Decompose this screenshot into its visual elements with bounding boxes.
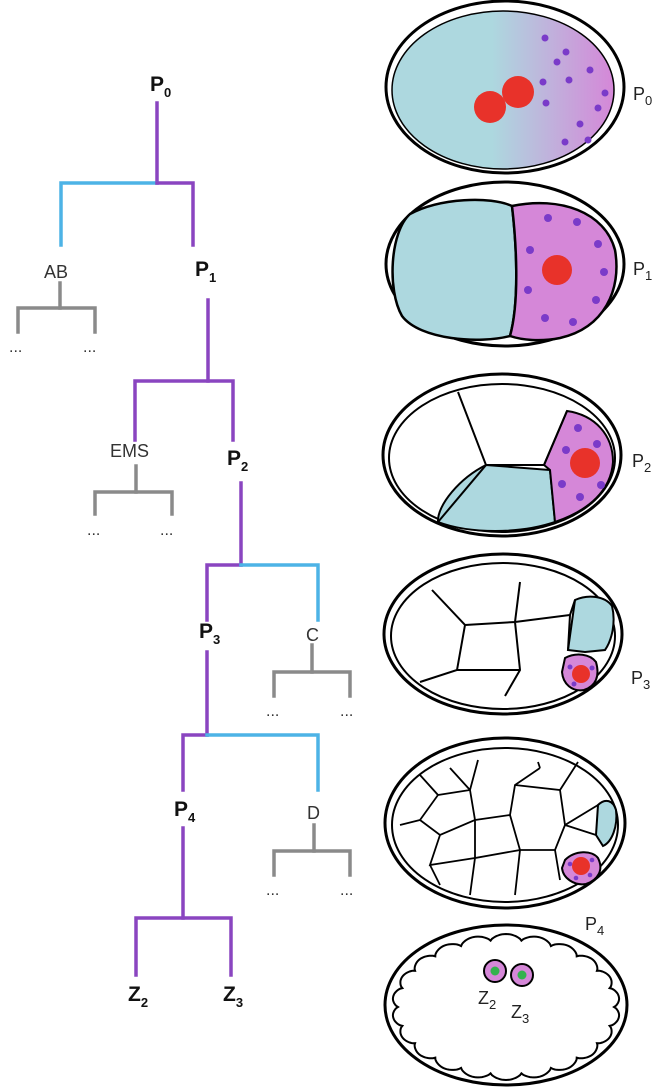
embryo-p3-nucleus	[572, 665, 590, 683]
label-z3: Z3	[223, 983, 243, 1010]
embryo-label-p3: P3	[631, 668, 650, 692]
ellipsis-d-right: ...	[340, 882, 353, 899]
embryo-p4-d-cell	[594, 799, 618, 848]
embryo-p2: P2	[381, 372, 651, 538]
ems-children-bracket	[93, 490, 174, 516]
ellipsis-c-right: ...	[340, 703, 353, 720]
embryo-z3-nucleus	[517, 970, 527, 980]
embryo-p1: P1	[384, 180, 652, 348]
embryo-label-p0: P0	[633, 84, 652, 108]
embryo-label-p1: P1	[633, 259, 652, 283]
embryo-label-z3: Z3	[511, 1002, 529, 1026]
label-p2: P2	[227, 447, 248, 474]
embryo-p1-p-granules	[524, 214, 608, 326]
label-p4: P4	[174, 798, 196, 825]
label-p1: P1	[195, 258, 216, 285]
embryo-label-p2: P2	[632, 451, 651, 475]
embryo-label-p4: P4	[585, 914, 604, 938]
p1-children-bracket	[133, 379, 235, 442]
label-p0: P0	[150, 73, 171, 100]
label-d: D	[307, 803, 320, 823]
p0-to-p1-branch	[155, 181, 195, 247]
p2-to-p3-branch	[205, 563, 243, 622]
ellipsis-d-left: ...	[266, 882, 279, 899]
embryo-p4-cell-walls	[399, 759, 599, 896]
embryo-z-epidermis-outline	[391, 932, 621, 1082]
p3-to-d-branch	[205, 733, 320, 792]
d-children-bracket	[272, 849, 352, 877]
embryo-p0-p-granules	[539, 34, 609, 146]
lineage-labels: P0 AB P1 EMS P2 P3 C P4 D Z2 Z3 ... ... …	[9, 73, 353, 1010]
label-ems: EMS	[110, 441, 149, 461]
embryo-p2-p-granules	[558, 424, 605, 501]
embryo-p0: P0	[384, 0, 652, 175]
ellipsis-ab-right: ...	[83, 339, 96, 356]
embryo-p2-nucleus	[570, 448, 600, 478]
label-p3: P3	[199, 620, 220, 647]
p2-to-c-branch	[239, 563, 320, 622]
embryo-p3: P3	[382, 552, 650, 716]
embryo-p0-pronucleus	[502, 76, 534, 108]
embryo-p2-ems-cell	[436, 463, 557, 532]
embryo-p4: P4	[383, 736, 627, 938]
c-children-bracket	[272, 670, 352, 698]
embryo-p3-cell-walls	[419, 581, 576, 697]
p0-to-ab-branch	[59, 181, 159, 247]
embryo-z2-z3: Z2 Z3	[383, 923, 629, 1087]
embryo-p1-nucleus	[542, 255, 572, 285]
label-ab: AB	[44, 262, 68, 282]
ellipsis-c-left: ...	[266, 703, 279, 720]
embryo-label-z2: Z2	[478, 988, 496, 1012]
label-z2: Z2	[128, 983, 148, 1010]
embryo-p3-c-cell	[566, 595, 615, 654]
embryo-p2-cell-walls	[437, 391, 568, 523]
ab-children-bracket	[16, 306, 97, 334]
label-c: C	[306, 625, 319, 645]
embryo-p0-pronucleus	[474, 91, 506, 123]
embryo-z2-nucleus	[490, 966, 500, 976]
embryo-p4-nucleus	[572, 857, 590, 875]
ellipsis-ab-left: ...	[9, 339, 22, 356]
ellipsis-ems-left: ...	[87, 522, 100, 539]
ellipsis-ems-right: ...	[160, 522, 173, 539]
p3-to-p4-branch	[181, 733, 209, 792]
lineage-tree	[16, 101, 352, 977]
embryo-p4-p-granules	[567, 857, 595, 881]
embryo-p1-ab-cell	[391, 198, 518, 341]
p4-children-bracket	[134, 916, 233, 977]
embryo-p3-p-granules	[567, 664, 595, 687]
